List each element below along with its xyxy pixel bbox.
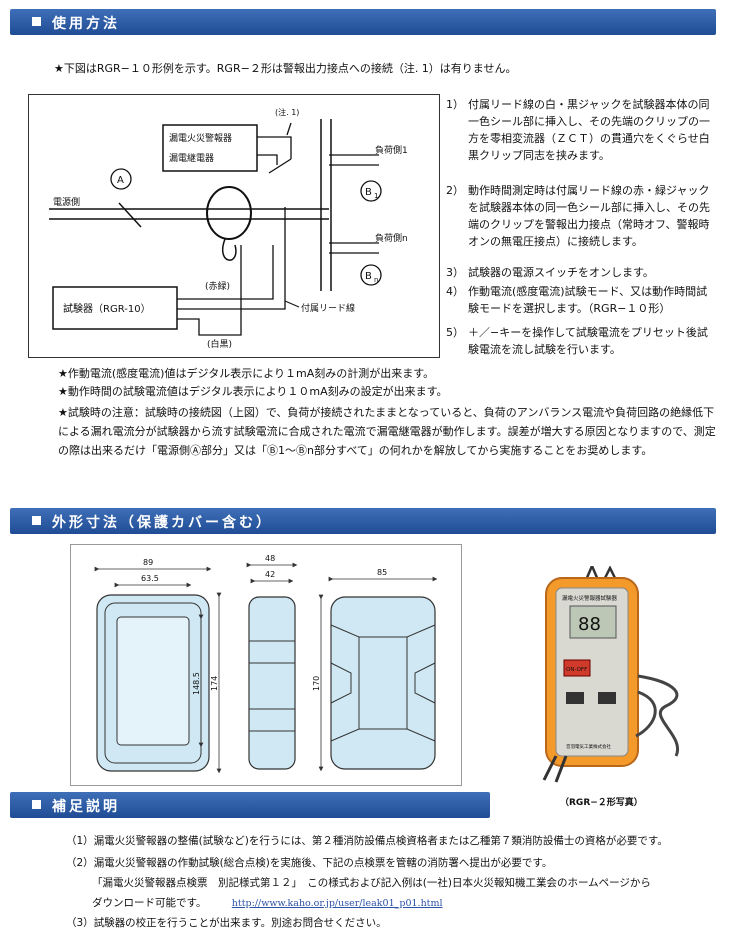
relay-box bbox=[162, 124, 258, 172]
zct-ring bbox=[206, 186, 252, 240]
wiring-diagram-svg: 漏電火災警報器 漏電継電器 (注. 1) 電源側 A 負荷側1 負荷側n B 1… bbox=[49, 107, 408, 350]
front-height-dim: 174 bbox=[210, 676, 219, 691]
maker-label: 音羽電気工業株式会社 bbox=[566, 743, 611, 750]
on-off-button bbox=[563, 659, 591, 677]
device-title: 漏電火災警報器試験器 bbox=[562, 594, 618, 602]
product-photo: 漏電火災警報器試験器 88 ON-OFF 音羽電気工業株式会社 bbox=[516, 562, 696, 788]
point-a-circle bbox=[110, 168, 132, 190]
section-title: 外形寸法（保護カバー含む） bbox=[52, 515, 273, 531]
display-digits: 88 bbox=[578, 614, 601, 635]
tester-label: 試験器（RGR-10） bbox=[63, 302, 151, 315]
supplement-1: （1）漏電火災警報器の整備(試験など)を行うには、第２種消防設備点検資格者または… bbox=[66, 835, 668, 847]
white-black-label: (白黒) bbox=[207, 338, 232, 350]
step-3: 3）試験器の電源スイッチをオンします。 bbox=[446, 266, 654, 279]
note-1-label: (注. 1) bbox=[275, 107, 299, 117]
front-inner-width-dim: 63.5 bbox=[141, 574, 159, 583]
point-bn-sub: n bbox=[374, 276, 378, 284]
on-off-label: ON-OFF bbox=[566, 667, 587, 673]
load-1-label: 負荷側1 bbox=[375, 144, 408, 156]
square-bullet-icon bbox=[32, 17, 41, 26]
point-a-label: A bbox=[117, 175, 124, 186]
section-header-supplement: 補足説明 bbox=[10, 792, 490, 818]
supplement-3: （3）試験器の校正を行うことが出来ます。別途お問合せください。 bbox=[66, 917, 387, 929]
minus-key bbox=[598, 692, 616, 704]
front-width-dim: 89 bbox=[143, 558, 153, 567]
red-green-label: (赤緑) bbox=[205, 280, 230, 292]
product-photo-svg: 漏電火災警報器試験器 88 ON-OFF 音羽電気工業株式会社 bbox=[542, 562, 680, 783]
form-download-link[interactable]: http://www.kaho.or.jp/user/leak01_p01.ht… bbox=[231, 898, 443, 909]
square-bullet-icon bbox=[32, 800, 41, 809]
back-height-dim: 170 bbox=[312, 676, 321, 691]
plus-key bbox=[566, 692, 584, 704]
tester-box bbox=[52, 286, 178, 330]
back-view bbox=[330, 596, 436, 770]
device-display bbox=[569, 605, 617, 639]
point-bn-label: B bbox=[365, 271, 372, 282]
photo-caption: （RGR−２形写真） bbox=[560, 798, 643, 808]
point-b1-label: B bbox=[365, 187, 372, 198]
front-inner-height-dim: 148.5 bbox=[192, 672, 201, 695]
square-bullet-icon bbox=[32, 516, 41, 525]
point-bn-circle bbox=[360, 264, 382, 286]
dimension-drawing: 89 63.5 148.5 174 48 42 85 170 bbox=[70, 544, 462, 786]
step-4: 4）作動電流(感度電流)試験モード、又は動作時間試験モードを選択します。（RGR… bbox=[446, 285, 708, 315]
note-3: ★試験時の注意：試験時の接続図（上図）で、負荷が接続されたままとなっていると、負… bbox=[58, 406, 716, 457]
wiring-diagram: 漏電火災警報器 漏電継電器 (注. 1) 電源側 A 負荷側1 負荷側n B 1… bbox=[28, 94, 440, 358]
note-2: ★動作時間の試験電流値はデジタル表示により１０mA刻みの設定が出来ます。 bbox=[58, 385, 448, 398]
leakage-relay-label: 漏電継電器 bbox=[169, 152, 214, 164]
side-view bbox=[248, 596, 296, 770]
supplement-2: （2）漏電火災警報器の作動試験(総合点検)を実施後、下記の点検票を管轄の消防署へ… bbox=[66, 857, 553, 869]
load-n-label: 負荷側n bbox=[375, 232, 408, 244]
step-2: 2）動作時間測定時は付属リード線の赤・緑ジャックを試験器本体の同一色シール部に挿… bbox=[446, 184, 710, 248]
side-width-dim: 48 bbox=[265, 554, 275, 563]
step-5: 5）＋／−キーを操作して試験電流をプリセット後試験電流を流し試験を行います。 bbox=[446, 326, 708, 356]
step-1: 1）付属リード線の白・黒ジャックを試験器本体の同一色シール部に挿入し、その先端の… bbox=[446, 98, 710, 162]
supplement-2-form: 「漏電火災警報器点検票 別記様式第１２」 この様式および記入例は(一社)日本火災… bbox=[92, 877, 651, 889]
side-inner-width-dim: 42 bbox=[265, 570, 275, 579]
back-width-dim: 85 bbox=[377, 568, 387, 577]
section-title: 使用方法 bbox=[52, 16, 120, 32]
supplement-2-download: ダウンロード可能です。 http://www.kaho.or.jp/user/l… bbox=[92, 897, 443, 909]
section-header-usage: 使用方法 bbox=[10, 9, 716, 35]
point-b1-sub: 1 bbox=[374, 192, 378, 200]
section-header-dimensions: 外形寸法（保護カバー含む） bbox=[10, 508, 716, 534]
note-1: ★作動電流(感度電流)値はデジタル表示により１mA刻みの計測が出来ます。 bbox=[58, 367, 435, 380]
power-side-label: 電源側 bbox=[53, 196, 80, 208]
leakage-alarm-label: 漏電火災警報器 bbox=[169, 132, 232, 144]
point-b1-circle bbox=[360, 180, 382, 202]
dimension-drawing-svg: 89 63.5 148.5 174 48 42 85 170 bbox=[94, 554, 438, 774]
lead-wire-label: 付属リード線 bbox=[301, 302, 355, 314]
section-title: 補足説明 bbox=[52, 799, 120, 815]
intro-note: ★下図はRGR−１０形例を示す。RGR−２形は警報出力接点への接続（注. 1）は… bbox=[54, 62, 517, 75]
